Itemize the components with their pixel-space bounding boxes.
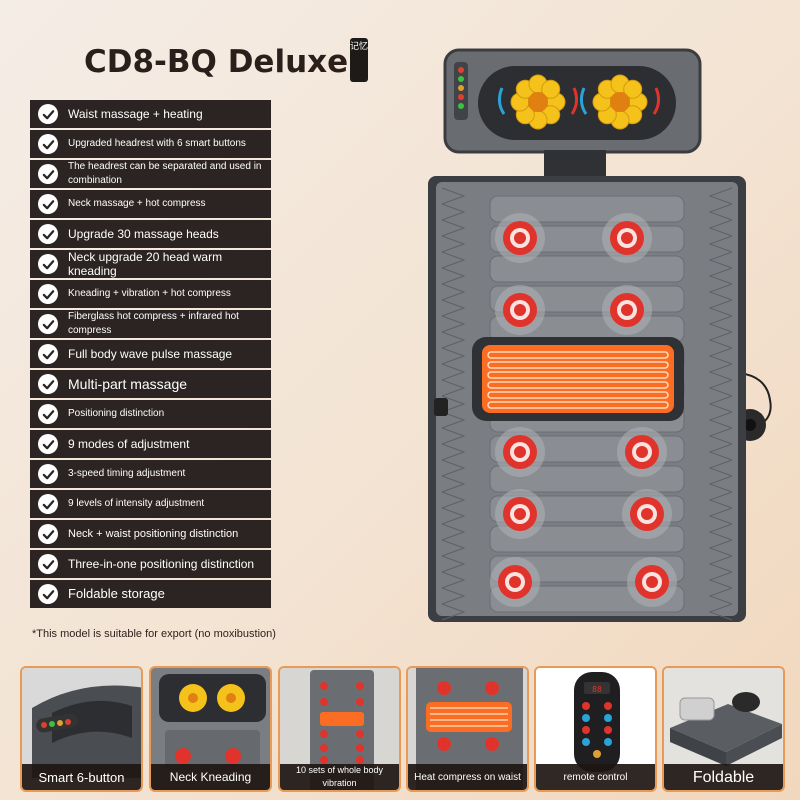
check-icon [38, 494, 58, 514]
thumb-smart-buttons: Smart 6-button [20, 666, 143, 792]
feature-label: Fiberglass hot compress + infrared hot c… [68, 311, 239, 336]
thumb-caption: Foldable [664, 764, 783, 790]
check-icon [38, 434, 58, 454]
feature-label: 3-speed timing adjustment [68, 468, 186, 479]
check-icon [38, 224, 58, 244]
thumb-remote: 88 remote control [534, 666, 657, 792]
feature-item: Multi-part massage [30, 370, 271, 398]
feature-label: Neck + waist positioning distinction [68, 528, 239, 540]
check-icon [38, 104, 58, 124]
thumb-neck-kneading: Neck Kneading [149, 666, 272, 792]
thumb-caption: remote control [536, 764, 655, 790]
thumb-foldable: Foldable [662, 666, 785, 792]
check-icon [38, 344, 58, 364]
feature-label: Foldable storage [68, 586, 165, 601]
feature-label: Upgrade 30 massage heads [68, 227, 219, 241]
thumb-heat-compress: Heat compress on waist [406, 666, 529, 792]
feature-label: Neck upgrade 20 head warm kneading [68, 250, 223, 278]
feature-item: Kneading + vibration + hot compress [30, 280, 271, 308]
feature-item: Full body wave pulse massage [30, 340, 271, 368]
export-note: *This model is suitable for export (no m… [32, 628, 276, 640]
check-icon [38, 524, 58, 544]
feature-label: Three-in-one positioning distinction [68, 557, 255, 571]
check-icon [38, 164, 58, 184]
feature-label: Full body wave pulse massage [68, 347, 233, 361]
check-icon [38, 284, 58, 304]
feature-label: The headrest can be separated and used i… [68, 161, 262, 186]
thumb-caption: Heat compress on waist [408, 764, 527, 790]
feature-label: Kneading + vibration + hot compress [68, 288, 231, 299]
feature-thumbnails: Smart 6-button Neck Kneading 10 sets o [20, 666, 790, 794]
check-icon [38, 554, 58, 574]
massage-mat-image [428, 48, 772, 622]
feature-label: 9 modes of adjustment [68, 437, 190, 451]
thumb-caption: 10 sets of whole body vibration [280, 764, 399, 790]
check-icon [38, 194, 58, 214]
feature-item: Neck upgrade 20 head warm kneading [30, 250, 271, 278]
feature-item: Upgraded headrest with 6 smart buttons [30, 130, 271, 158]
feature-label: 9 levels of intensity adjustment [68, 498, 205, 509]
thumb-caption: Neck Kneading [151, 764, 270, 790]
feature-item: Neck massage + hot compress [30, 190, 271, 218]
check-icon [38, 584, 58, 604]
check-icon [38, 134, 58, 154]
feature-label: Upgraded headrest with 6 smart buttons [68, 138, 246, 149]
thumb-caption: Smart 6-button [22, 764, 141, 790]
feature-label: Neck massage + hot compress [68, 198, 206, 209]
feature-item: Upgrade 30 massage heads [30, 220, 271, 248]
memory-badge: 记忆 [350, 38, 368, 82]
feature-item: Fiberglass hot compress + infrared hot c… [30, 310, 271, 338]
check-icon [38, 254, 58, 274]
check-icon [38, 374, 58, 394]
feature-item: Waist massage + heating [30, 100, 271, 128]
feature-item: Positioning distinction [30, 400, 271, 428]
feature-label: Multi-part massage [68, 376, 188, 392]
feature-item: Neck + waist positioning distinction [30, 520, 271, 548]
product-title: CD8-BQ Deluxe [84, 44, 349, 80]
feature-item: 3-speed timing adjustment [30, 460, 271, 488]
check-icon [38, 464, 58, 484]
feature-item: Three-in-one positioning distinction [30, 550, 271, 578]
check-icon [38, 314, 58, 334]
feature-label: Positioning distinction [68, 408, 165, 419]
feature-item: 9 levels of intensity adjustment [30, 490, 271, 518]
svg-text:88: 88 [592, 685, 602, 694]
feature-item: The headrest can be separated and used i… [30, 160, 271, 188]
feature-item: 9 modes of adjustment [30, 430, 271, 458]
thumb-vibration: 10 sets of whole body vibration [278, 666, 401, 792]
check-icon [38, 404, 58, 424]
feature-item: Foldable storage [30, 580, 271, 608]
feature-label: Waist massage + heating [68, 107, 203, 121]
